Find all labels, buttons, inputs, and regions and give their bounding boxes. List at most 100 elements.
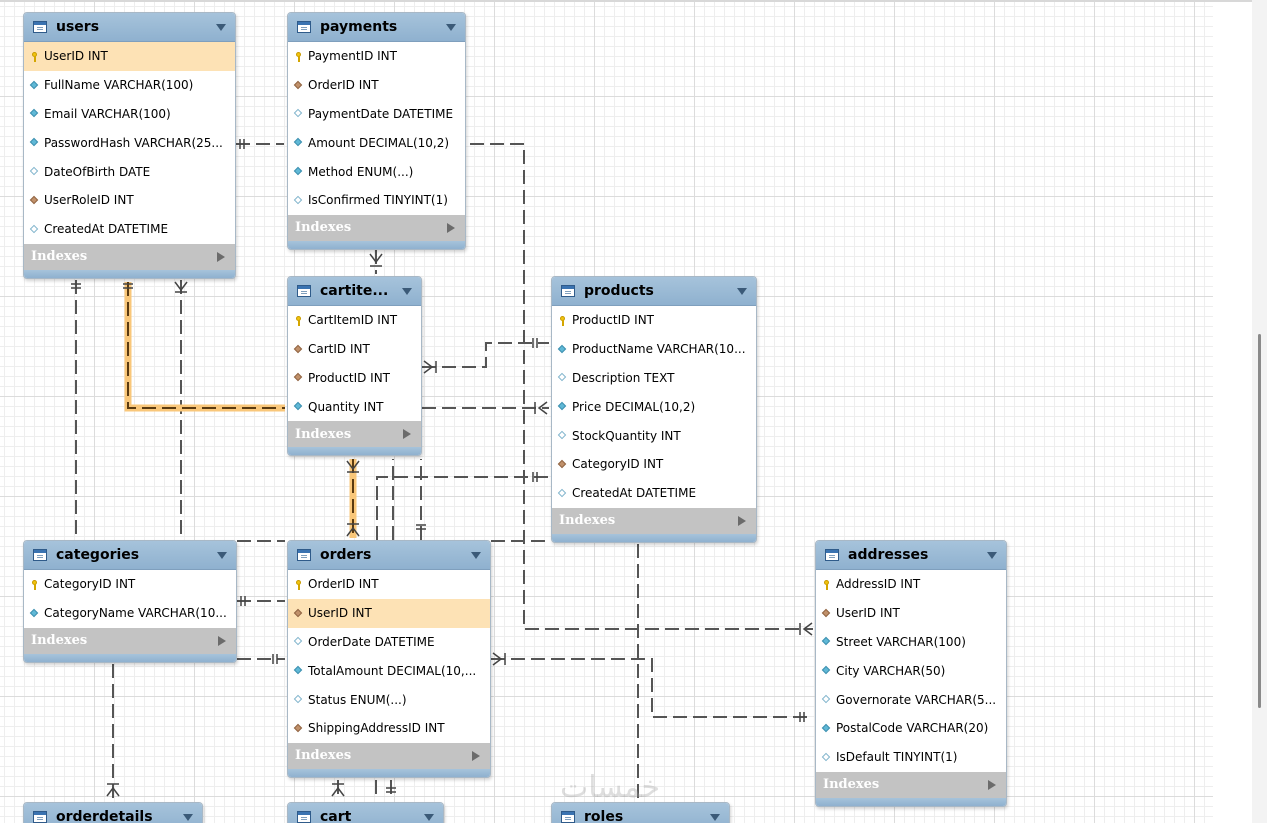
column-row[interactable]: PasswordHash VARCHAR(25... (24, 128, 235, 157)
indexes-section[interactable]: Indexes (288, 214, 465, 241)
column-row[interactable]: UserID INT (288, 598, 490, 628)
column-row[interactable]: Amount DECIMAL(10,2) (288, 128, 465, 157)
column-row[interactable]: ShippingAddressID INT (288, 714, 490, 743)
table-name: payments (320, 19, 398, 35)
column-row[interactable]: CategoryName VARCHAR(10... (24, 599, 236, 628)
column-row[interactable]: Price DECIMAL(10,2) (552, 392, 756, 421)
collapse-chevron-icon[interactable] (710, 813, 720, 821)
expand-arrow-icon[interactable] (217, 251, 225, 262)
column-row[interactable]: DateOfBirth DATE (24, 157, 235, 186)
table-icon (561, 285, 575, 297)
indexes-section[interactable]: Indexes (24, 627, 236, 654)
orders-addresses-relationship (491, 658, 813, 718)
expand-arrow-icon[interactable] (472, 750, 480, 761)
column-row[interactable]: OrderID INT (288, 570, 490, 599)
table-header[interactable]: orderdetails (24, 803, 202, 823)
table-header[interactable]: categories (24, 541, 236, 570)
table-name: cart (320, 809, 352, 823)
column-row[interactable]: OrderDate DATETIME (288, 628, 490, 657)
table-roles[interactable]: roles (551, 802, 730, 823)
collapse-chevron-icon[interactable] (402, 287, 412, 295)
column-row[interactable]: Quantity INT (288, 392, 421, 421)
table-icon (297, 811, 311, 823)
scrollbar-thumb[interactable] (1258, 334, 1261, 708)
column-row[interactable]: Description TEXT (552, 364, 756, 393)
column-label: ProductID INT (308, 370, 391, 385)
cardinality-one-mark (240, 596, 246, 606)
collapse-chevron-icon[interactable] (446, 23, 456, 31)
column-row[interactable]: TotalAmount DECIMAL(10,... (288, 656, 490, 685)
cardinality-many-mark (423, 360, 437, 374)
column-row[interactable]: Status ENUM(...) (288, 685, 490, 714)
cardinality-one-mark (416, 524, 426, 530)
column-row[interactable]: StockQuantity INT (552, 421, 756, 450)
column-row[interactable]: UserRoleID INT (24, 186, 235, 215)
table-header[interactable]: addresses (816, 541, 1006, 570)
table-header[interactable]: orders (288, 541, 490, 570)
column-row[interactable]: PaymentID INT (288, 42, 465, 71)
table-header[interactable]: roles (552, 803, 729, 823)
column-row[interactable]: OrderID INT (288, 71, 465, 100)
indexes-section[interactable]: Indexes (24, 243, 235, 270)
column-label: PasswordHash VARCHAR(25... (44, 135, 223, 150)
column-row[interactable]: CartID INT (288, 335, 421, 364)
collapse-chevron-icon[interactable] (216, 23, 226, 31)
collapse-chevron-icon[interactable] (183, 813, 193, 821)
table-header[interactable]: cartite... (288, 277, 421, 306)
column-row[interactable]: UserID INT (816, 599, 1006, 628)
collapse-chevron-icon[interactable] (987, 551, 997, 559)
column-row[interactable]: ProductName VARCHAR(10... (552, 335, 756, 364)
expand-arrow-icon[interactable] (447, 222, 455, 233)
expand-arrow-icon[interactable] (218, 635, 226, 646)
column-row[interactable]: UserID INT (24, 42, 235, 71)
collapse-chevron-icon[interactable] (217, 551, 227, 559)
column-row[interactable]: City VARCHAR(50) (816, 656, 1006, 685)
column-row[interactable]: CreatedAt DATETIME (552, 479, 756, 508)
indexes-section[interactable]: Indexes (288, 421, 421, 448)
indexes-section[interactable]: Indexes (288, 742, 490, 769)
column-row[interactable]: PostalCode VARCHAR(20) (816, 714, 1006, 743)
table-name: categories (56, 547, 140, 563)
table-header[interactable]: cart (288, 803, 443, 823)
column-row[interactable]: CreatedAt DATETIME (24, 215, 235, 244)
table-header[interactable]: products (552, 277, 756, 306)
table-icon (297, 285, 311, 297)
table-cart[interactable]: cart (287, 802, 444, 823)
column-row[interactable]: PaymentDate DATETIME (288, 100, 465, 129)
column-row[interactable]: ProductID INT (552, 306, 756, 335)
collapse-chevron-icon[interactable] (424, 813, 434, 821)
column-row[interactable]: CartItemID INT (288, 306, 421, 335)
collapse-chevron-icon[interactable] (737, 287, 747, 295)
table-header[interactable]: payments (288, 13, 465, 42)
column-row[interactable]: AddressID INT (816, 570, 1006, 599)
collapse-chevron-icon[interactable] (471, 551, 481, 559)
foreign-key-icon (30, 196, 39, 205)
table-orderdetails[interactable]: orderdetails (23, 802, 203, 823)
column-row[interactable]: Governorate VARCHAR(5... (816, 685, 1006, 714)
column-row[interactable]: Street VARCHAR(100) (816, 628, 1006, 657)
column-row[interactable]: ProductID INT (288, 364, 421, 393)
column-row[interactable]: IsConfirmed TINYINT(1) (288, 186, 465, 215)
cardinality-many-mark (492, 652, 506, 666)
expand-arrow-icon[interactable] (738, 515, 746, 526)
column-row[interactable]: Method ENUM(...) (288, 157, 465, 186)
expand-arrow-icon[interactable] (988, 779, 996, 790)
column-row[interactable]: FullName VARCHAR(100) (24, 71, 235, 100)
column-row[interactable]: Email VARCHAR(100) (24, 100, 235, 129)
column-row[interactable]: CategoryID INT (552, 450, 756, 479)
column-row[interactable]: IsDefault TINYINT(1) (816, 743, 1006, 772)
table-header[interactable]: users (24, 13, 235, 42)
column-row[interactable]: CategoryID INT (24, 570, 236, 599)
indexes-label: Indexes (31, 633, 88, 649)
indexes-section[interactable]: Indexes (816, 771, 1006, 798)
expand-arrow-icon[interactable] (403, 429, 411, 440)
indexes-section[interactable]: Indexes (552, 507, 756, 534)
